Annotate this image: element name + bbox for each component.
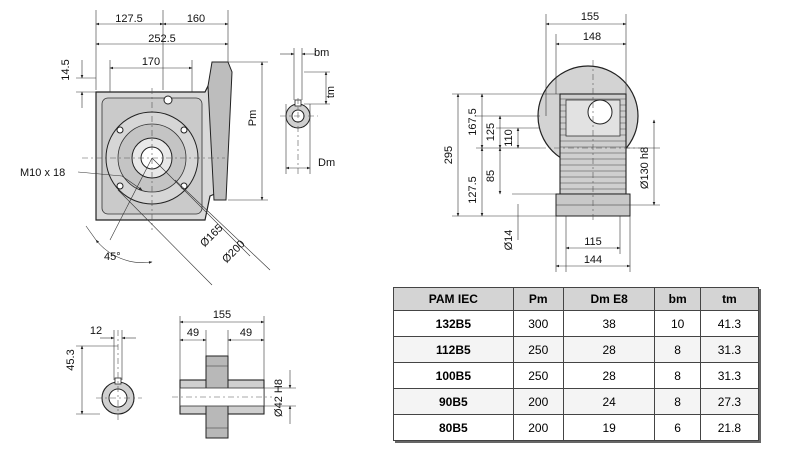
dim-m10: M10 x 18 [20, 167, 65, 179]
dim-pm: Pm [247, 110, 259, 127]
dim-125: 125 [485, 123, 497, 141]
table-row: 80B5 200 19 6 21.8 [393, 414, 760, 441]
cell-tm: 31.3 [699, 336, 760, 363]
spec-table: PAM IEC Pm Dm E8 bm tm 132B5 300 38 10 4… [393, 287, 760, 441]
cell-dm: 28 [562, 336, 656, 363]
shaft-end-view: 12 45.3 [65, 325, 142, 420]
cell-pm: 200 [512, 414, 564, 441]
cell-pam: 100B5 [393, 362, 514, 389]
dim-d200: Ø200 [220, 238, 248, 266]
col-header-tm: tm [699, 287, 760, 311]
cell-dm: 38 [562, 310, 656, 337]
cell-tm: 27.3 [699, 388, 760, 415]
dim-dm: Dm [318, 157, 335, 169]
col-header-bm: bm [654, 287, 701, 311]
cell-pm: 300 [512, 310, 564, 337]
front-view: 127.5 160 252.5 170 14.5 M10 x 18 45° Ø1… [20, 10, 271, 286]
dim-110: 110 [503, 129, 515, 147]
table-row: 100B5 250 28 8 31.3 [393, 362, 760, 389]
dim-115: 115 [584, 236, 602, 248]
cell-tm: 31.3 [699, 362, 760, 389]
cell-bm: 8 [654, 336, 701, 363]
dim-295: 295 [443, 146, 455, 164]
cell-dm: 24 [562, 388, 656, 415]
dim-160: 160 [187, 13, 205, 25]
cell-bm: 6 [654, 414, 701, 441]
cell-pm: 250 [512, 336, 564, 363]
dim-49-right: 49 [240, 327, 252, 339]
cell-dm: 28 [562, 362, 656, 389]
table-row: 132B5 300 38 10 41.3 [393, 310, 760, 337]
dim-12: 12 [90, 325, 102, 337]
col-header-pam: PAM IEC [393, 287, 514, 311]
dim-252-5: 252.5 [148, 33, 176, 45]
cell-pm: 200 [512, 388, 564, 415]
col-header-pm: Pm [512, 287, 564, 311]
dim-148: 148 [583, 31, 601, 43]
cell-bm: 10 [654, 310, 701, 337]
dim-45-deg: 45° [104, 251, 121, 263]
cell-pam: 132B5 [393, 310, 514, 337]
dim-127-5: 127.5 [115, 13, 143, 25]
dim-bm: bm [314, 47, 329, 59]
dim-127-5-side: 127.5 [467, 176, 479, 204]
cell-tm: 21.8 [699, 414, 760, 441]
table-header-row: PAM IEC Pm Dm E8 bm tm [393, 287, 760, 311]
table-row: 90B5 200 24 8 27.3 [393, 388, 760, 415]
dim-tm: tm [325, 86, 337, 98]
dim-85: 85 [485, 170, 497, 182]
dim-167-5: 167.5 [467, 108, 479, 136]
side-view: 155 148 295 167.5 125 110 127.5 85 Ø14 1… [443, 11, 660, 272]
table-row: 112B5 250 28 8 31.3 [393, 336, 760, 363]
cell-pam: 80B5 [393, 414, 514, 441]
cell-dm: 19 [562, 414, 656, 441]
cell-bm: 8 [654, 388, 701, 415]
dim-155-side: 155 [581, 11, 599, 23]
dim-d42: Ø42 H8 [273, 379, 285, 417]
dim-d130: Ø130 h8 [639, 147, 651, 189]
dim-170: 170 [142, 56, 160, 68]
dim-d14: Ø14 [503, 230, 515, 251]
dim-144: 144 [584, 254, 602, 266]
dim-49-left: 49 [187, 327, 199, 339]
cell-bm: 8 [654, 362, 701, 389]
cell-pm: 250 [512, 362, 564, 389]
input-bore-detail: bm tm Dm [280, 47, 337, 174]
cell-pam: 112B5 [393, 336, 514, 363]
cell-pam: 90B5 [393, 388, 514, 415]
col-header-dm: Dm E8 [562, 287, 656, 311]
dim-d165: Ø165 [198, 222, 226, 250]
shaft-section-view: 155 49 49 Ø42 H8 [172, 309, 296, 439]
cell-tm: 41.3 [699, 310, 760, 337]
dim-155-shaft: 155 [213, 309, 231, 321]
dim-14-5: 14.5 [60, 59, 72, 80]
dim-45-3: 45.3 [65, 349, 77, 370]
